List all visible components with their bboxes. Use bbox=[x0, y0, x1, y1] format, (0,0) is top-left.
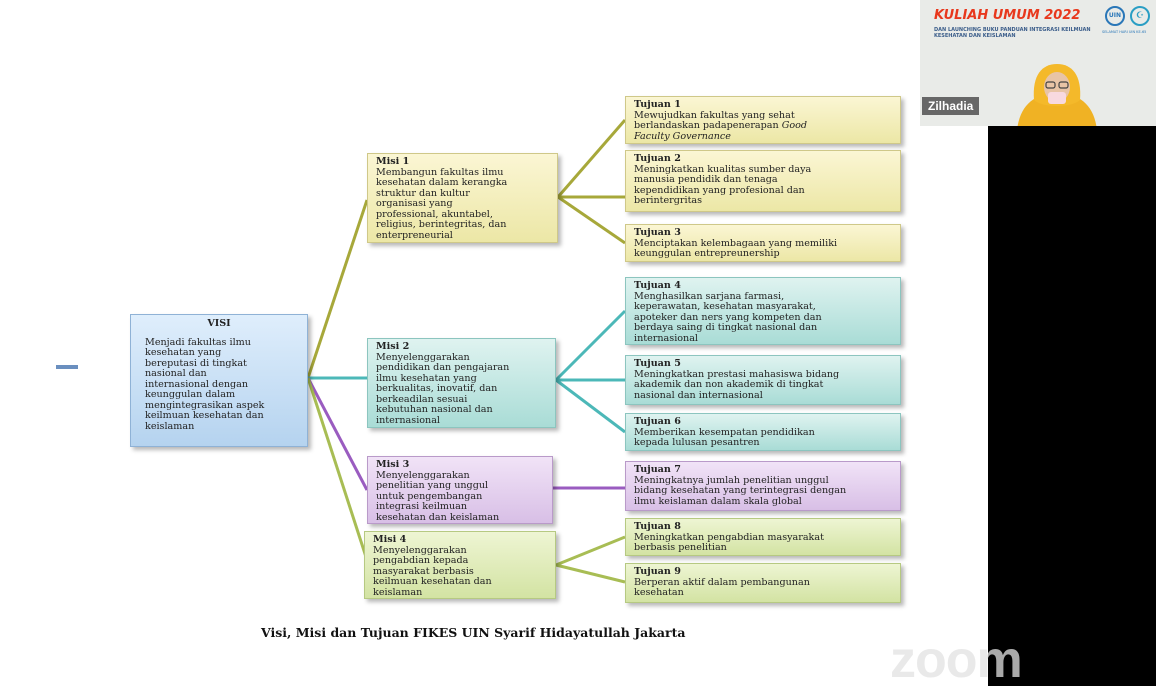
tujuan-5-title: Tujuan 5 bbox=[634, 358, 681, 369]
tujuan-1-title: Tujuan 1 bbox=[634, 99, 681, 110]
zoom-watermark: zoom bbox=[890, 631, 1023, 689]
presentation-slide: VISI Menjadi fakultas ilmu kesehatan yan… bbox=[56, 96, 901, 640]
anniversary-logo-text: SELAMAT HARI UIN KE-65 bbox=[1102, 30, 1147, 34]
tujuan-4-box: Tujuan 4 Menghasilkan sarjana farmasi, k… bbox=[625, 277, 901, 345]
visi-title: VISI bbox=[207, 318, 231, 329]
uin-logo-icon: UIN bbox=[1105, 6, 1125, 26]
misi-4-title: Misi 4 bbox=[373, 534, 407, 545]
misi-1-box: Misi 1 Membangun fakultas ilmu kesehatan… bbox=[367, 153, 558, 243]
tujuan-3-title: Tujuan 3 bbox=[634, 227, 681, 238]
tujuan-8-title: Tujuan 8 bbox=[634, 521, 681, 532]
tujuan-1-text: Mewujudkan fakultas yang sehat berlandas… bbox=[634, 109, 892, 143]
tujuan-8-text: Meningkatkan pengabdian masyarakat berba… bbox=[634, 531, 824, 554]
tujuan-3-box: Tujuan 3 Menciptakan kelembagaan yang me… bbox=[625, 224, 901, 262]
misi-2-title: Misi 2 bbox=[376, 341, 410, 352]
visi-box: VISI Menjadi fakultas ilmu kesehatan yan… bbox=[130, 314, 308, 447]
connector-visi-misi4 bbox=[306, 377, 369, 561]
tujuan-3-text: Menciptakan kelembagaan yang memiliki ke… bbox=[634, 237, 838, 260]
participant-name-label: Zilhadia bbox=[922, 97, 980, 115]
misi-4-text: Menyelenggarakan pengabdian kepada masya… bbox=[373, 544, 492, 598]
misi-3-box: Misi 3 Menyelenggarakan penelitian yang … bbox=[367, 456, 553, 524]
participant-avatar-icon bbox=[1017, 64, 1097, 126]
tujuan-5-text: Meningkatkan prestasi mahasiswa bidang a… bbox=[634, 368, 840, 401]
connector-visi-misi1 bbox=[306, 199, 369, 379]
tujuan-1-text-italic: Good Faculty Governance bbox=[634, 120, 808, 142]
connector-misi2-tujuan6 bbox=[555, 378, 626, 434]
connector-misi1-tujuan3 bbox=[557, 195, 626, 245]
banner-subtitle: DAN LAUNCHING BUKU PANDUAN INTEGRASI KEI… bbox=[934, 27, 1091, 39]
tujuan-7-title: Tujuan 7 bbox=[634, 464, 681, 475]
connector-misi1-tujuan1 bbox=[556, 119, 627, 198]
minus-mark bbox=[56, 365, 78, 369]
banner-title: KULIAH UMUM 2022 bbox=[934, 8, 1081, 23]
tujuan-4-text: Menghasilkan sarjana farmasi, keperawata… bbox=[634, 290, 822, 344]
visi-text: Menjadi fakultas ilmu kesehatan yang ber… bbox=[145, 336, 265, 432]
tujuan-4-title: Tujuan 4 bbox=[634, 280, 681, 291]
tujuan-9-box: Tujuan 9 Berperan aktif dalam pembanguna… bbox=[625, 563, 901, 603]
tujuan-9-text: Berperan aktif dalam pembangunan kesehat… bbox=[634, 576, 810, 599]
tujuan-2-text: Meningkatkan kualitas sumber daya manusi… bbox=[634, 163, 812, 207]
tujuan-8-box: Tujuan 8 Meningkatkan pengabdian masyara… bbox=[625, 518, 901, 556]
crescent-logo-icon: ☪ bbox=[1130, 6, 1150, 26]
connector-lines bbox=[306, 119, 627, 584]
diagram-caption: Visi, Misi dan Tujuan FIKES UIN Syarif H… bbox=[261, 625, 686, 640]
misi-2-box: Misi 2 Menyelenggarakan pendidikan dan p… bbox=[367, 338, 556, 428]
misi-2-text: Menyelenggarakan pendidikan dan pengajar… bbox=[376, 351, 510, 426]
tujuan-7-box: Tujuan 7 Meningkatnya jumlah penelitian … bbox=[625, 461, 901, 511]
tujuan-6-title: Tujuan 6 bbox=[634, 416, 681, 427]
misi-3-title: Misi 3 bbox=[376, 459, 410, 470]
tujuan-2-box: Tujuan 2 Meningkatkan kualitas sumber da… bbox=[625, 150, 901, 212]
connector-misi4-tujuan8 bbox=[555, 535, 626, 567]
tujuan-2-title: Tujuan 2 bbox=[634, 153, 681, 164]
tujuan-1-text-main: Mewujudkan fakultas yang sehat berlandas… bbox=[634, 109, 795, 132]
connector-visi-misi3 bbox=[306, 377, 369, 491]
tujuan-6-text: Memberikan kesempatan pendidikan kepada … bbox=[634, 426, 815, 449]
misi-4-box: Misi 4 Menyelenggarakan pengabdian kepad… bbox=[364, 531, 556, 599]
tujuan-5-box: Tujuan 5 Meningkatkan prestasi mahasiswa… bbox=[625, 355, 901, 405]
tujuan-1-box: Tujuan 1 Mewujudkan fakultas yang sehat … bbox=[625, 96, 901, 144]
tujuan-6-box: Tujuan 6 Memberikan kesempatan pendidika… bbox=[625, 413, 901, 451]
misi-3-text: Menyelenggarakan penelitian yang unggul … bbox=[376, 469, 500, 523]
connector-misi4-tujuan9 bbox=[555, 563, 626, 584]
tujuan-9-title: Tujuan 9 bbox=[634, 566, 681, 577]
misi-1-text: Membangun fakultas ilmu kesehatan dalam … bbox=[376, 166, 508, 241]
participant-video-tile[interactable]: KULIAH UMUM 2022 DAN LAUNCHING BUKU PAND… bbox=[920, 0, 1156, 126]
connector-misi2-tujuan4 bbox=[554, 309, 627, 382]
tujuan-7-text: Meningkatnya jumlah penelitian unggul bi… bbox=[634, 474, 847, 507]
misi-1-title: Misi 1 bbox=[376, 156, 410, 167]
